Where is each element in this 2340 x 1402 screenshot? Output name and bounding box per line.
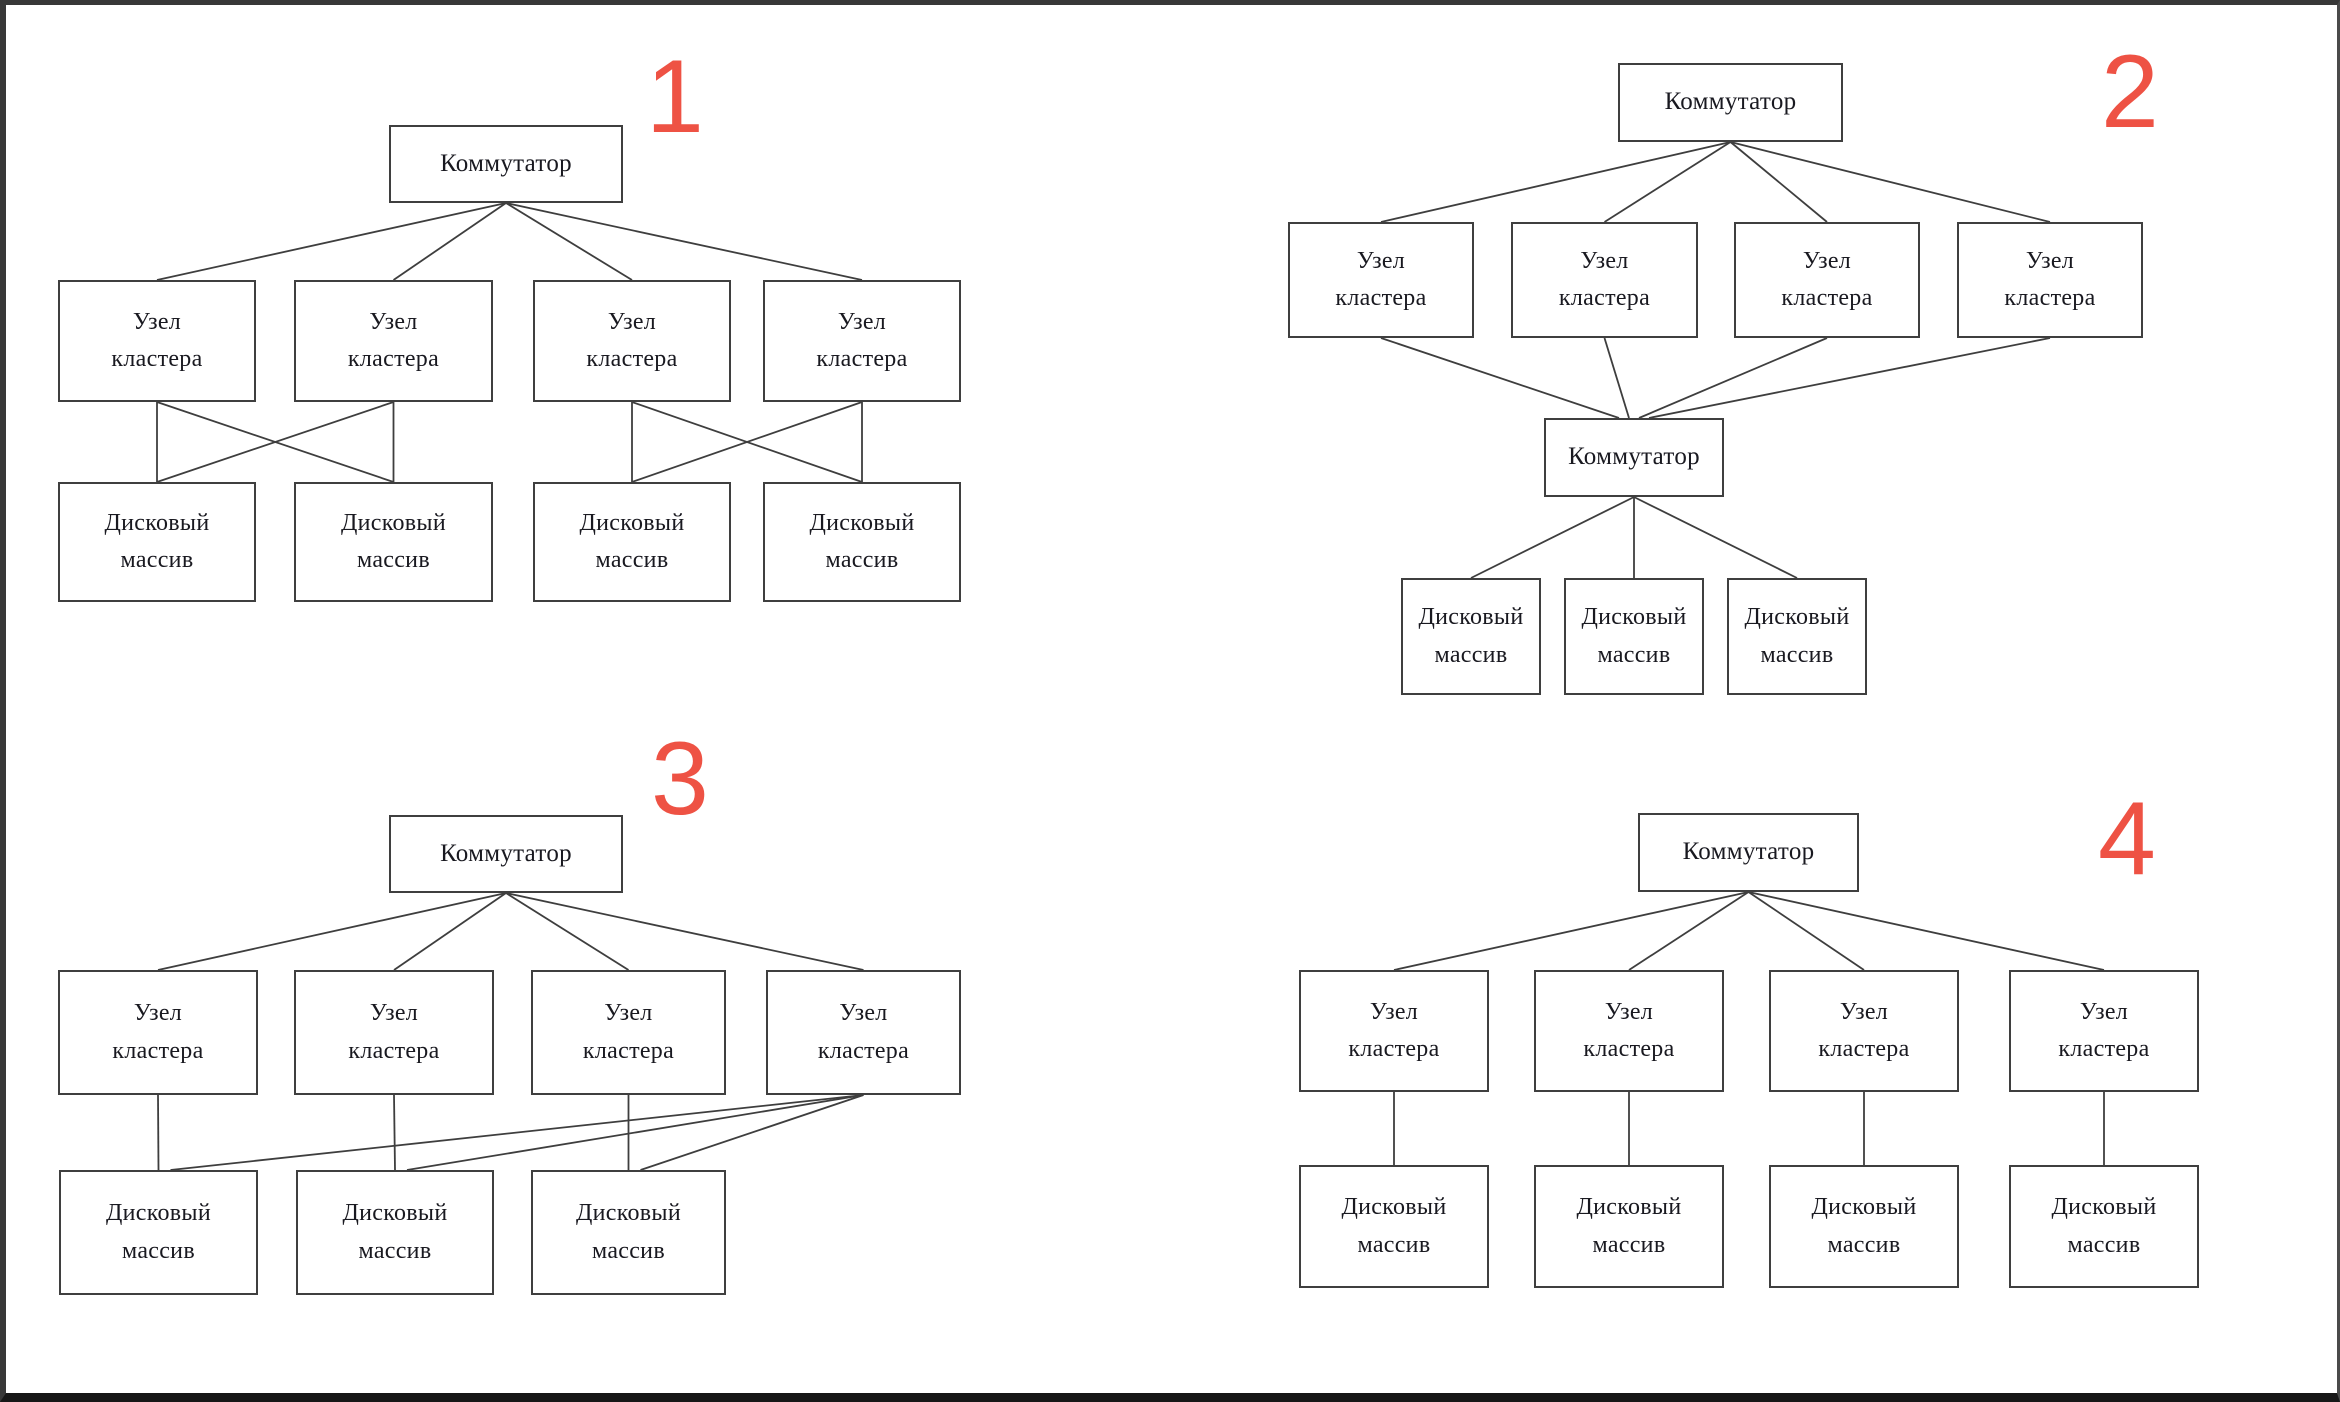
cluster-node-box: Узел кластера bbox=[1299, 970, 1489, 1092]
cluster-node-box: Узел кластера bbox=[763, 280, 961, 402]
cluster-node-box: Узел кластера bbox=[766, 970, 961, 1095]
diagram-number-label: 2 bbox=[2101, 34, 2159, 150]
cluster-node-box: Узел кластера bbox=[2009, 970, 2199, 1092]
cluster-node-box: Узел кластера bbox=[533, 280, 731, 402]
diagram-number-label: 1 bbox=[646, 39, 704, 155]
disk-array-box: Дисковый массив bbox=[2009, 1165, 2199, 1288]
cluster-node-box: Узел кластера bbox=[294, 970, 494, 1095]
cluster-node-box: Узел кластера bbox=[1957, 222, 2143, 338]
switch-box: Коммутатор bbox=[389, 815, 623, 893]
switch-box: Коммутатор bbox=[1638, 813, 1859, 892]
disk-array-box: Дисковый массив bbox=[763, 482, 961, 602]
cluster-node-box: Узел кластера bbox=[58, 280, 256, 402]
disk-array-box: Дисковый массив bbox=[1534, 1165, 1724, 1288]
disk-array-box: Дисковый массив bbox=[58, 482, 256, 602]
diagram-number-label: 4 bbox=[2098, 781, 2156, 897]
cluster-node-box: Узел кластера bbox=[294, 280, 493, 402]
disk-array-box: Дисковый массив bbox=[531, 1170, 726, 1295]
cluster-node-box: Узел кластера bbox=[1288, 222, 1474, 338]
disk-array-box: Дисковый массив bbox=[1401, 578, 1541, 695]
cluster-node-box: Узел кластера bbox=[1511, 222, 1698, 338]
diagram-number-label: 3 bbox=[651, 721, 709, 837]
disk-array-box: Дисковый массив bbox=[294, 482, 493, 602]
disk-array-box: Дисковый массив bbox=[1299, 1165, 1489, 1288]
disk-array-box: Дисковый массив bbox=[1727, 578, 1867, 695]
switch-box: Коммутатор bbox=[1544, 418, 1724, 497]
disk-array-box: Дисковый массив bbox=[533, 482, 731, 602]
disk-array-box: Дисковый массив bbox=[59, 1170, 258, 1295]
disk-array-box: Дисковый массив bbox=[1769, 1165, 1959, 1288]
cluster-node-box: Узел кластера bbox=[1534, 970, 1724, 1092]
disk-array-box: Дисковый массив bbox=[1564, 578, 1704, 695]
cluster-node-box: Узел кластера bbox=[58, 970, 258, 1095]
cluster-node-box: Узел кластера bbox=[1734, 222, 1920, 338]
cluster-node-box: Узел кластера bbox=[1769, 970, 1959, 1092]
switch-box: Коммутатор bbox=[389, 125, 623, 203]
disk-array-box: Дисковый массив bbox=[296, 1170, 494, 1295]
switch-box: Коммутатор bbox=[1618, 63, 1843, 142]
cluster-node-box: Узел кластера bbox=[531, 970, 726, 1095]
